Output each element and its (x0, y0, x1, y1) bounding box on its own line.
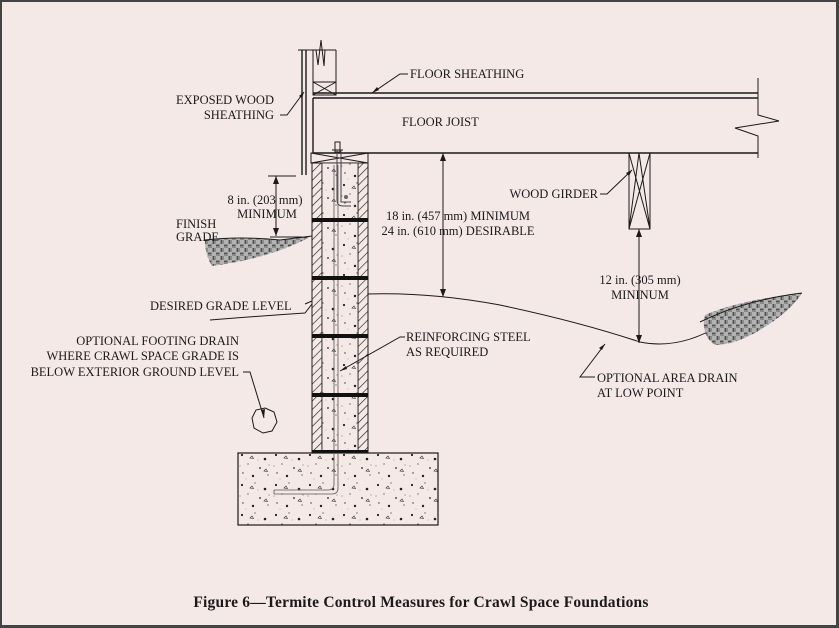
label-exposed-wood-sheathing: EXPOSED WOOD (176, 93, 274, 107)
wood-girder (628, 152, 651, 230)
label-footing-drain: WHERE CRAWL SPACE GRADE IS (46, 349, 239, 363)
footing-drain-pipe (251, 407, 278, 434)
dimension-12in (636, 229, 642, 343)
label-clearance-12in: 12 in. (305 mm) (599, 273, 680, 287)
label-footing-drain: OPTIONAL FOOTING DRAIN (76, 334, 239, 348)
label-floor-joist: FLOOR JOIST (402, 115, 479, 129)
dimension-8in (268, 175, 296, 236)
footing (237, 452, 439, 526)
wall-framing (298, 39, 337, 175)
leader-lines (243, 73, 633, 419)
floor-system (310, 78, 780, 164)
label-clearance-8in: MINIMUM (237, 207, 297, 221)
figure-caption: Figure 6—Termite Control Measures for Cr… (193, 594, 648, 611)
label-clearance-18in: 24 in. (610 mm) DESIRABLE (381, 224, 534, 238)
label-finish-grade: GRADE (176, 230, 219, 244)
label-finish-grade: FINISH (176, 217, 216, 231)
label-reinforcing-steel: AS REQUIRED (406, 345, 488, 359)
label-desired-grade-level: DESIRED GRADE LEVEL (150, 299, 292, 313)
label-area-drain: OPTIONAL AREA DRAIN (597, 371, 738, 385)
label-reinforcing-steel: REINFORCING STEEL (406, 330, 531, 344)
label-clearance-18in: 18 in. (457 mm) MINIMUM (386, 209, 530, 223)
exterior-grade (204, 235, 313, 266)
crawl-space-grade (209, 292, 803, 345)
label-area-drain: AT LOW POINT (597, 386, 684, 400)
label-clearance-8in: 8 in. (203 mm) (228, 193, 303, 207)
label-wood-girder: WOOD GIRDER (509, 187, 598, 201)
label-exposed-wood-sheathing: SHEATHING (204, 108, 274, 122)
label-footing-drain: BELOW EXTERIOR GROUND LEVEL (31, 365, 239, 379)
dimension-18in (440, 153, 446, 297)
foundation-wall (311, 150, 369, 485)
label-clearance-12in: MININUM (611, 288, 669, 302)
label-floor-sheathing: FLOOR SHEATHING (410, 67, 524, 81)
